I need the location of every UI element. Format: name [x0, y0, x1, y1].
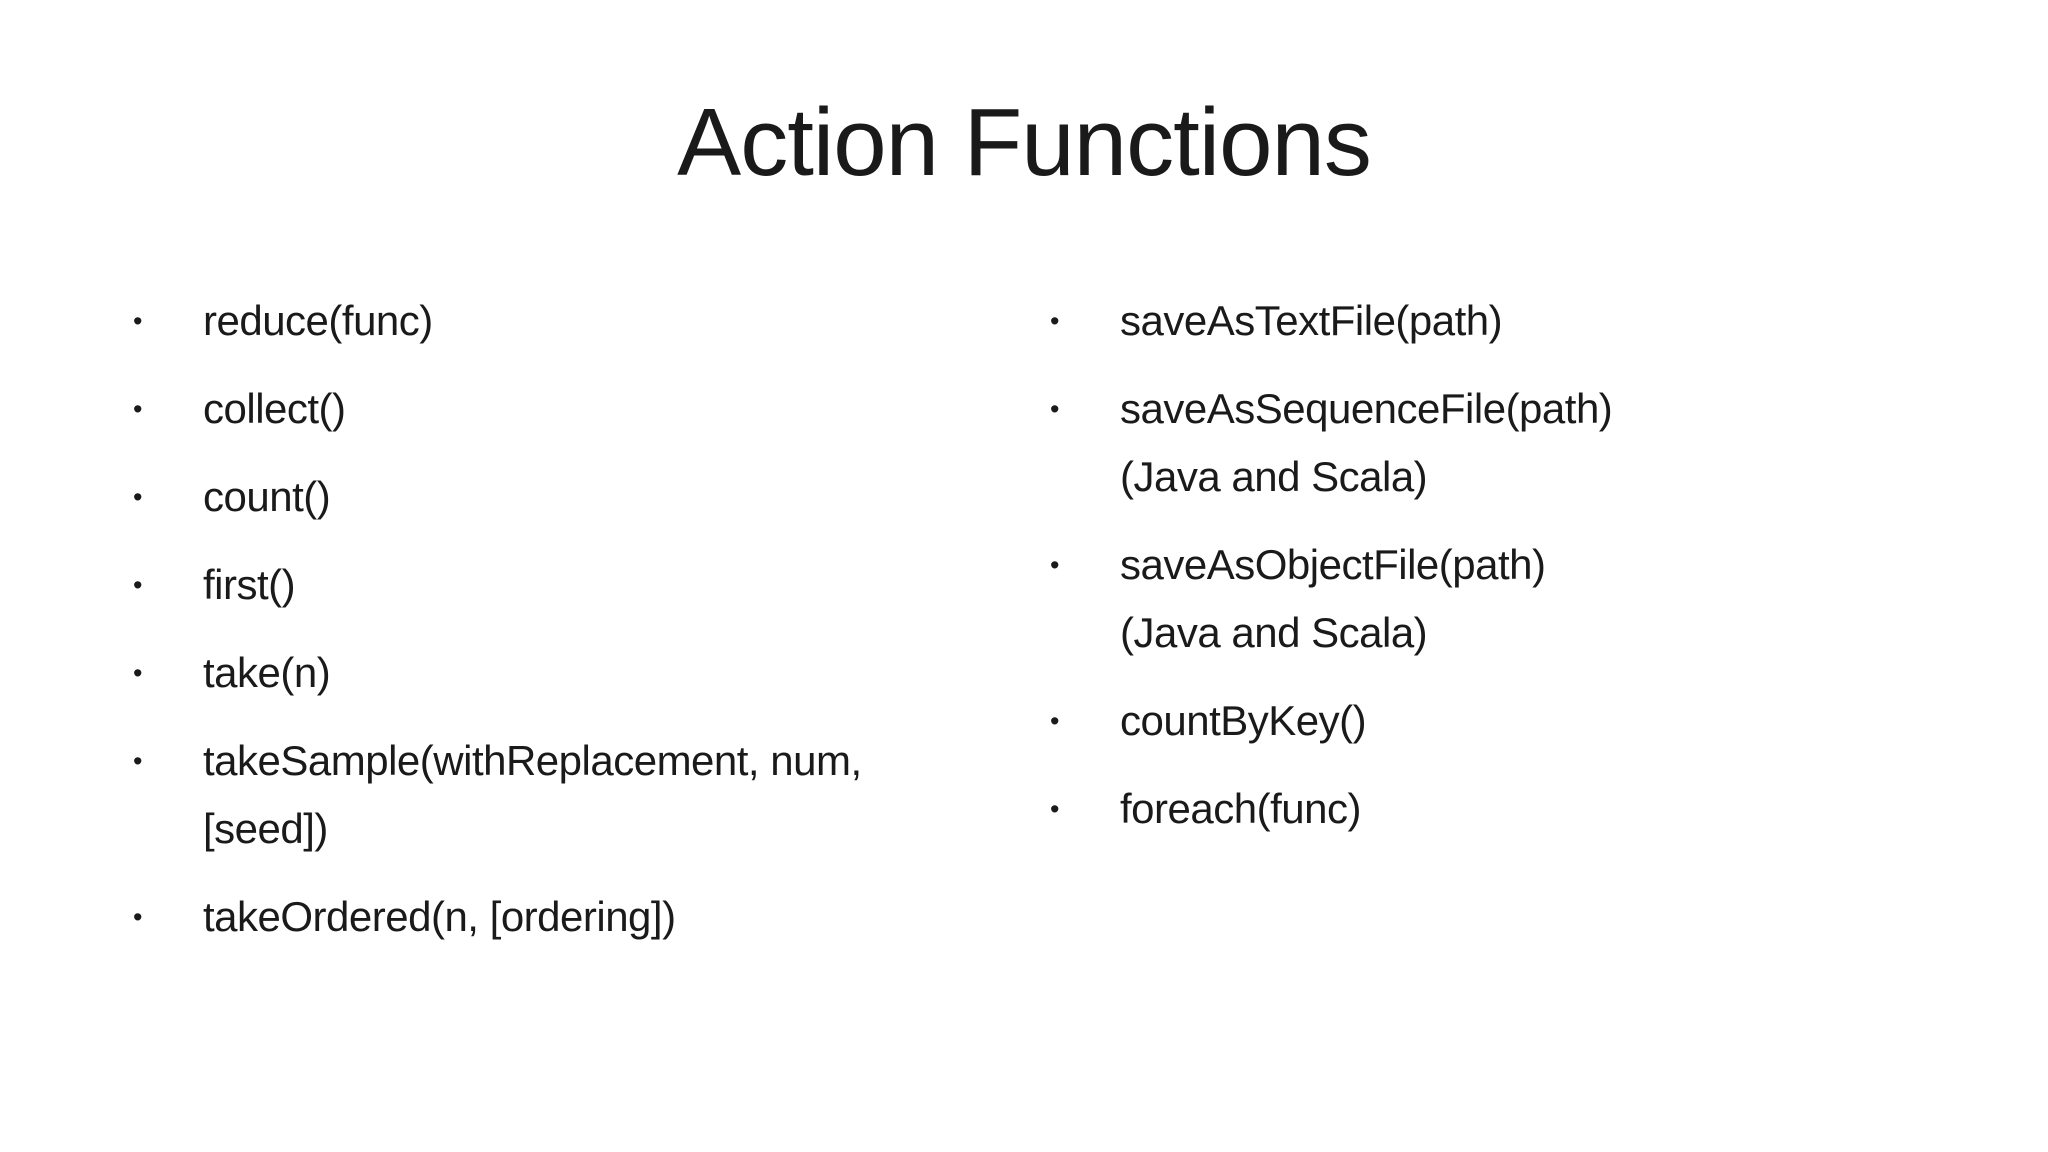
list-item: • takeSample(withReplacement, num, [seed… [133, 727, 1050, 863]
list-item: • saveAsTextFile(path) [1050, 287, 2008, 355]
bullet-icon: • [133, 746, 143, 776]
item-line: saveAsObjectFile(path) [1120, 541, 1546, 588]
list-item: • foreach(func) [1050, 775, 2008, 843]
item-line: saveAsTextFile(path) [1120, 297, 1503, 344]
item-line: (Java and Scala) [1120, 609, 1428, 656]
item-line: countByKey() [1120, 697, 1367, 744]
item-text: foreach(func) [1120, 775, 2008, 843]
bullet-icon: • [1050, 306, 1060, 336]
list-item: • count() [133, 463, 1050, 531]
item-line: saveAsSequenceFile(path) [1120, 385, 1613, 432]
slide-title: Action Functions [677, 89, 1372, 196]
item-line: foreach(func) [1120, 785, 1361, 832]
bullet-icon: • [1050, 794, 1060, 824]
bullet-icon: • [133, 394, 143, 424]
bullet-icon: • [133, 658, 143, 688]
item-text: count() [203, 463, 1050, 531]
item-text: saveAsSequenceFile(path) (Java and Scala… [1120, 375, 2008, 511]
item-text: reduce(func) [203, 287, 1050, 355]
item-text: saveAsObjectFile(path) (Java and Scala) [1120, 531, 2008, 667]
item-line: collect() [203, 385, 346, 432]
list-item: • reduce(func) [133, 287, 1050, 355]
item-line: takeOrdered(n, [ordering]) [203, 893, 676, 940]
item-text: takeOrdered(n, [ordering]) [203, 883, 1050, 951]
list-item: • takeOrdered(n, [ordering]) [133, 883, 1050, 951]
left-column-list: • reduce(func) • collect() • count() • [133, 287, 1050, 971]
bullet-icon: • [133, 306, 143, 336]
bullet-icon: • [133, 902, 143, 932]
item-line: reduce(func) [203, 297, 433, 344]
bullet-icon: • [1050, 706, 1060, 736]
item-text: countByKey() [1120, 687, 2008, 755]
item-text: takeSample(withReplacement, num, [seed]) [203, 727, 1050, 863]
item-text: take(n) [203, 639, 1050, 707]
item-text: saveAsTextFile(path) [1120, 287, 2008, 355]
slide-content: • reduce(func) • collect() • count() • [133, 287, 2008, 971]
bullet-icon: • [1050, 394, 1060, 424]
bullet-icon: • [133, 482, 143, 512]
item-line: take(n) [203, 649, 331, 696]
list-item: • take(n) [133, 639, 1050, 707]
item-line: takeSample(withReplacement, num, [203, 737, 862, 784]
list-item: • countByKey() [1050, 687, 2008, 755]
list-item: • first() [133, 551, 1050, 619]
item-line: (Java and Scala) [1120, 453, 1428, 500]
item-line: count() [203, 473, 331, 520]
list-item: • saveAsSequenceFile(path) (Java and Sca… [1050, 375, 2008, 511]
right-column-list: • saveAsTextFile(path) • saveAsSequenceF… [1050, 287, 2008, 863]
list-item: • collect() [133, 375, 1050, 443]
bullet-icon: • [1050, 550, 1060, 580]
item-text: collect() [203, 375, 1050, 443]
list-item: • saveAsObjectFile(path) (Java and Scala… [1050, 531, 2008, 667]
item-line: first() [203, 561, 296, 608]
bullet-icon: • [133, 570, 143, 600]
item-text: first() [203, 551, 1050, 619]
item-line: [seed]) [203, 805, 328, 852]
